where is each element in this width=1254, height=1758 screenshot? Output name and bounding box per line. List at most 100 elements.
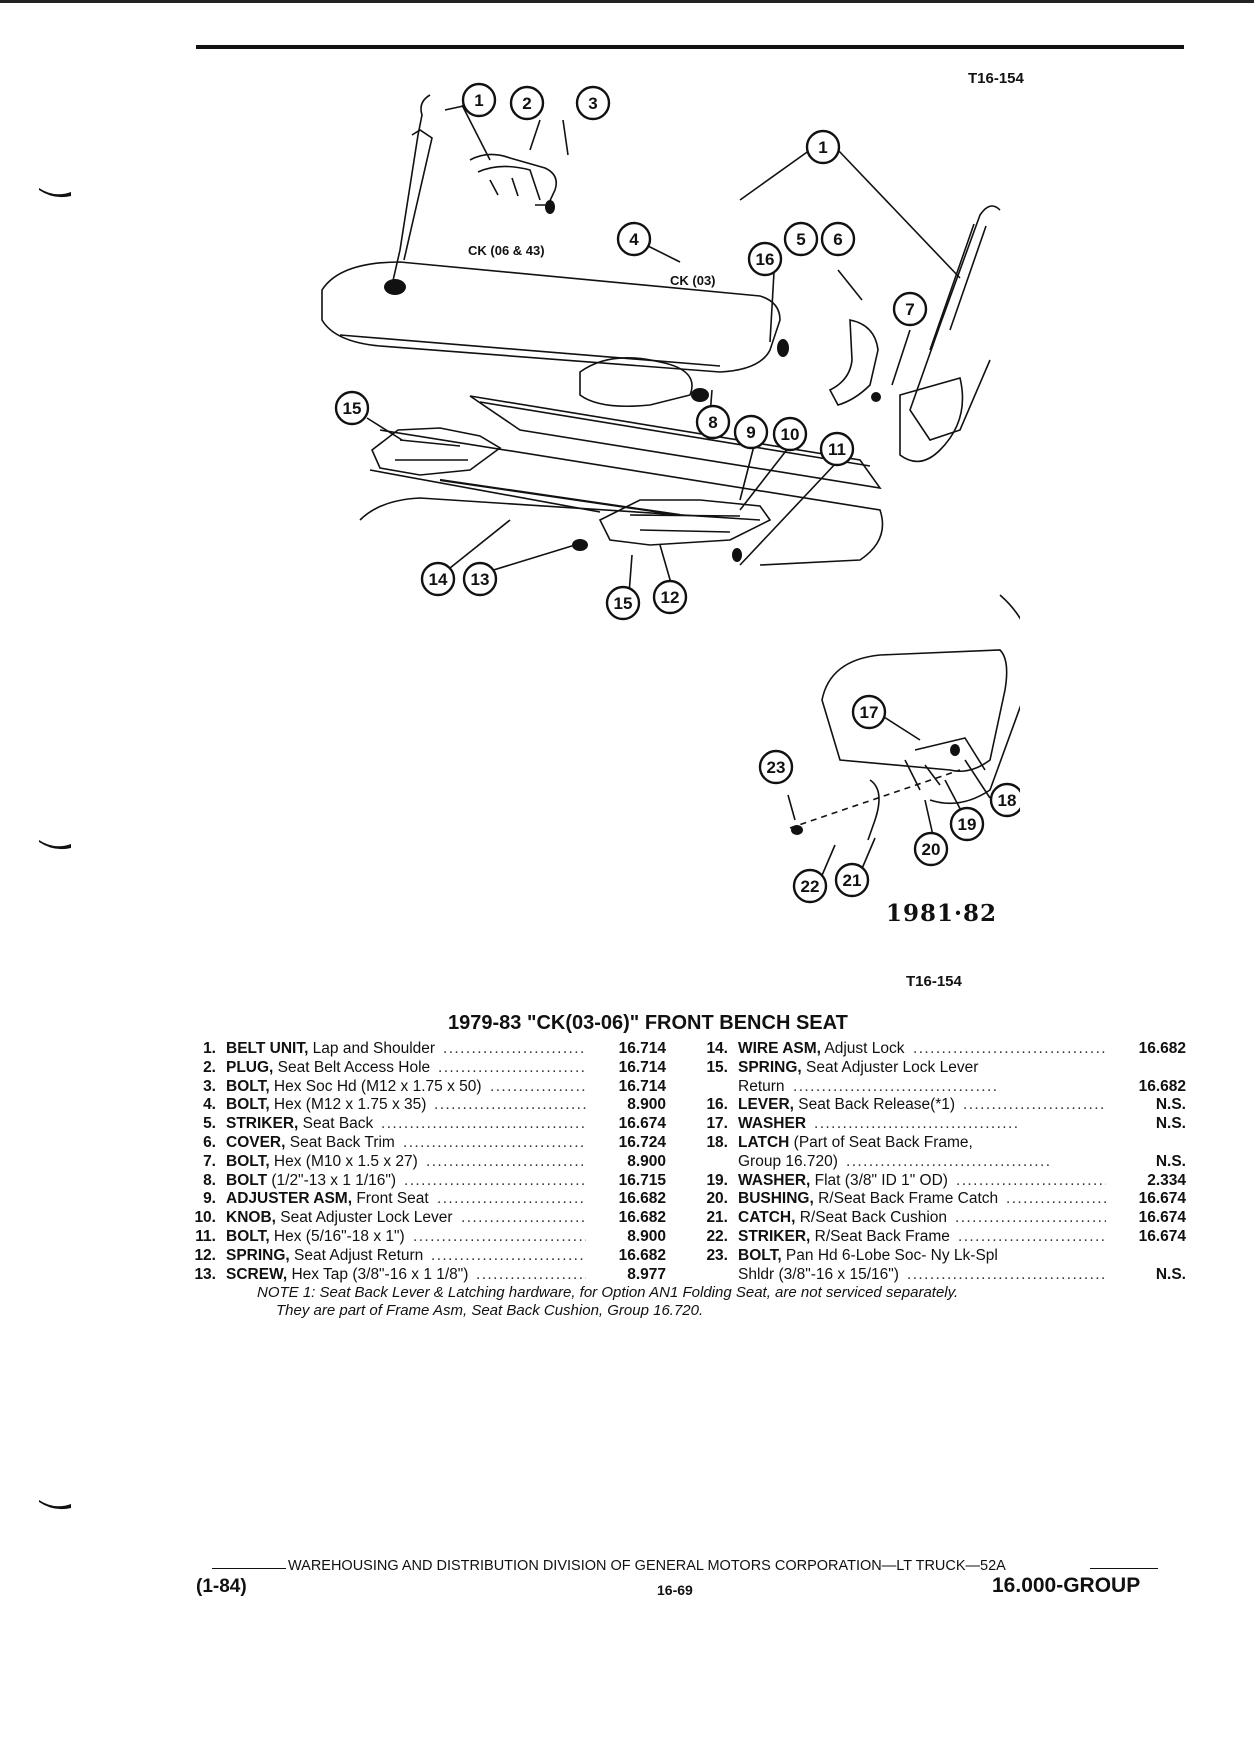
part-name: STRIKER,: [738, 1227, 811, 1245]
part-name: SPRING,: [226, 1246, 290, 1264]
part-name: BOLT,: [226, 1227, 270, 1245]
parts-row: Group 16.720)...........................…: [688, 1153, 1186, 1172]
part-description: Return: [738, 1078, 785, 1097]
part-group-code: 16.674: [1138, 1227, 1186, 1245]
footer-rule-right: [1090, 1568, 1158, 1569]
part-group-code: N.S.: [1155, 1152, 1186, 1170]
part-description: SPRING, Seat Adjuster Lock Lever: [738, 1059, 978, 1078]
leader-dots: ....................................: [437, 1190, 586, 1208]
leader-dots: ....................................: [476, 1265, 586, 1283]
part-name: WASHER,: [738, 1171, 811, 1189]
part-number: 14.: [706, 1040, 728, 1057]
note-line-1: NOTE 1: Seat Back Lever & Latching hardw…: [257, 1284, 959, 1301]
part-group-code: 16.724: [618, 1133, 666, 1151]
part-name: WASHER: [738, 1115, 807, 1133]
part-number: 22.: [706, 1227, 728, 1245]
callout-5: 5: [796, 230, 805, 249]
part-number: 4.: [203, 1096, 216, 1114]
part-group-code: N.S.: [1155, 1115, 1186, 1133]
part-detail: Seat Back Release(*1): [793, 1096, 956, 1114]
leader-dots: ....................................: [907, 1265, 1106, 1283]
part-detail: R/Seat Back Cushion: [795, 1209, 948, 1227]
parts-row: 18.LATCH (Part of Seat Back Frame,: [688, 1134, 1186, 1153]
part-description: LEVER, Seat Back Release(*1): [738, 1096, 955, 1115]
part-name: CATCH,: [738, 1209, 796, 1227]
leader-dots: ....................................: [443, 1040, 586, 1057]
leader-dots: ....................................: [461, 1209, 586, 1227]
part-detail: Seat Back Trim: [285, 1133, 395, 1151]
callout-11: 11: [828, 440, 846, 459]
parts-row: 5.STRIKER, Seat Back....................…: [176, 1115, 666, 1134]
leader-dots: ....................................: [956, 1171, 1106, 1189]
part-number: 18.: [706, 1133, 728, 1151]
note-line-2: They are part of Frame Asm, Seat Back Cu…: [276, 1302, 704, 1319]
part-description: STRIKER, R/Seat Back Frame: [738, 1228, 950, 1247]
part-number: 21.: [706, 1209, 728, 1227]
footer-date: (1-84): [196, 1576, 247, 1597]
part-detail: Return: [738, 1077, 785, 1095]
callout-21: 21: [843, 871, 862, 890]
part-detail: Seat Back: [298, 1115, 374, 1133]
callout-1a: 1: [474, 91, 483, 110]
parts-row: 14.WIRE ASM, Adjust Lock................…: [688, 1040, 1186, 1059]
callout-6: 6: [833, 230, 842, 249]
part-name: BOLT: [226, 1171, 268, 1189]
part-number: 7.: [203, 1152, 216, 1170]
part-name: WIRE ASM,: [738, 1040, 821, 1057]
callout-9: 9: [746, 423, 755, 442]
part-group-code: 16.714: [618, 1058, 666, 1076]
part-description: BOLT, Hex (5/16"-18 x 1"): [226, 1228, 405, 1247]
part-group-code: 16.715: [618, 1171, 666, 1189]
callout-18: 18: [998, 791, 1017, 810]
part-number: 12.: [194, 1246, 216, 1264]
leader-dots: ....................................: [404, 1171, 586, 1189]
callout-16: 16: [756, 250, 775, 269]
part-description: BOLT (1/2"-13 x 1 1/16"): [226, 1172, 396, 1191]
parts-list-right: 14. WIRE ASM, Adjust Lock................…: [688, 1040, 1186, 1284]
part-description: BELT UNIT, Lap and Shoulder: [226, 1040, 435, 1059]
part-number: 2.: [203, 1058, 216, 1076]
callout-14: 14: [429, 570, 448, 589]
callout-17: 17: [860, 703, 879, 722]
parts-list-left: 1.BELT UNIT, Lap and Shoulder...........…: [176, 1040, 666, 1284]
part-name: BOLT,: [226, 1077, 270, 1095]
leader-dots: ....................................: [413, 1227, 586, 1245]
callout-19: 19: [958, 815, 977, 834]
parts-row: 3.BOLT, Hex Soc Hd (M12 x 1.75 x 50)....…: [176, 1078, 666, 1097]
part-description: WIRE ASM, Adjust Lock: [738, 1040, 905, 1059]
leader-dots: ....................................: [426, 1152, 586, 1170]
part-number: 17.: [706, 1115, 728, 1133]
part-description: SCREW, Hex Tap (3/8"-16 x 1 1/8"): [226, 1266, 468, 1285]
part-group-code: 8.900: [627, 1227, 666, 1245]
part-name: LEVER,: [738, 1096, 794, 1114]
parts-row: 1.BELT UNIT, Lap and Shoulder...........…: [176, 1040, 666, 1059]
part-description: COVER, Seat Back Trim: [226, 1134, 395, 1153]
leader-dots: ....................................: [963, 1096, 1106, 1114]
part-group-code: 16.682: [1138, 1077, 1186, 1095]
footer-division: WAREHOUSING AND DISTRIBUTION DIVISION OF…: [288, 1558, 1006, 1574]
parts-row: 22. STRIKER, R/Seat Back Frame...........…: [688, 1228, 1186, 1247]
parts-row: 20.BUSHING, R/Seat Back Frame Catch.....…: [688, 1190, 1186, 1209]
label-ck-03: CK (03): [670, 273, 716, 288]
header-rule: [196, 45, 1184, 49]
part-description: BOLT, Hex (M10 x 1.5 x 27): [226, 1153, 418, 1172]
leader-dots: ....................................: [958, 1227, 1106, 1245]
binder-hole-mark-3: [39, 1500, 71, 1510]
part-number: 9.: [203, 1190, 216, 1208]
parts-row: 17.WASHER...............................…: [688, 1115, 1186, 1134]
inset-year-label: 1981·82: [886, 900, 998, 927]
part-description: Shldr (3/8"-16 x 15/16"): [738, 1266, 899, 1285]
part-group-code: 8.900: [627, 1152, 666, 1170]
part-name: SPRING,: [738, 1058, 802, 1076]
callout-10: 10: [781, 425, 800, 444]
part-name: LATCH: [738, 1133, 790, 1151]
footer-page-number: 16-69: [657, 1582, 693, 1598]
part-name: STRIKER,: [226, 1115, 299, 1133]
part-number: 11.: [195, 1227, 216, 1245]
part-group-code: 16.682: [618, 1246, 666, 1264]
part-description: BUSHING, R/Seat Back Frame Catch: [738, 1190, 998, 1209]
part-group-code: 16.682: [618, 1209, 666, 1227]
parts-row: Shldr (3/8"-16 x 15/16")................…: [688, 1266, 1186, 1285]
part-group-code: N.S.: [1155, 1096, 1186, 1114]
part-description: WASHER: [738, 1115, 806, 1134]
